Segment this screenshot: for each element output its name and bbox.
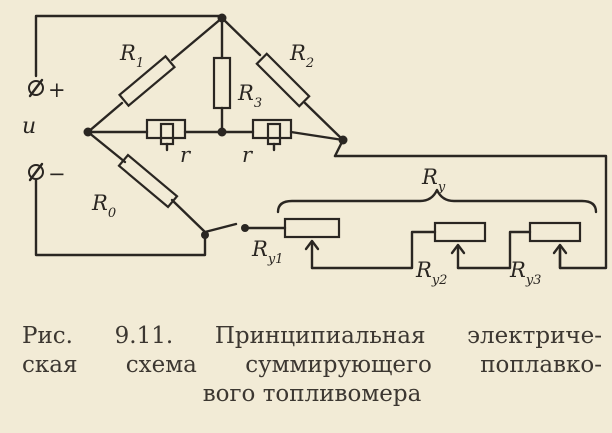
resistor-r1	[86, 16, 224, 134]
node-top	[217, 13, 227, 23]
terminal-plus: +	[28, 78, 66, 102]
label-r-right: r	[242, 143, 254, 167]
label-ry-group: Ry	[421, 165, 446, 195]
resistor-ry3	[528, 221, 582, 270]
caption-line-1: Рис. 9.11. Принципиальная электриче-	[22, 323, 602, 349]
node-right	[338, 135, 348, 145]
resistor-r-right	[220, 118, 345, 152]
terminal-minus: −	[28, 162, 66, 186]
label-ry3: Ry3	[509, 258, 541, 288]
supply-minus-wire	[34, 178, 207, 257]
label-ry1: Ry1	[251, 237, 283, 267]
ry1-to-ry2-wire	[310, 230, 437, 270]
minus-sign: −	[48, 162, 66, 186]
resistor-ry2	[433, 221, 487, 270]
plus-sign: +	[48, 78, 66, 102]
resistor-r3	[212, 16, 232, 134]
label-r1: R1	[119, 41, 144, 71]
node-center	[217, 127, 227, 137]
label-r2: R2	[289, 41, 314, 71]
supply-plus-wire	[34, 14, 224, 78]
label-r-left: r	[180, 143, 192, 167]
node-left	[83, 127, 93, 137]
figure-caption: Рис. 9.11. Принципиальная электриче- ска…	[22, 322, 602, 409]
label-ry2: Ry2	[415, 258, 447, 288]
resistor-ry1	[243, 217, 341, 270]
voltage-label: u	[22, 114, 36, 139]
caption-line-2: ская схема суммирующего поплавко-	[22, 352, 602, 378]
resistor-r0	[86, 130, 207, 234]
resistor-r-left	[86, 118, 224, 152]
resistor-r2	[220, 16, 345, 142]
caption-line-3: вого топливомера	[202, 381, 422, 407]
label-r0: R0	[91, 191, 116, 221]
label-r3: R3	[237, 81, 262, 111]
ry-group-brace	[276, 188, 598, 214]
node-switch-contact	[241, 224, 249, 232]
node-switch-pivot	[201, 231, 209, 239]
ry2-to-ry3-wire	[456, 230, 532, 270]
switch-blade	[203, 222, 238, 234]
circuit-diagram: + − u R1 R2 R3 R0 r r Ry Ry1 Ry2 Ry3	[22, 13, 608, 288]
